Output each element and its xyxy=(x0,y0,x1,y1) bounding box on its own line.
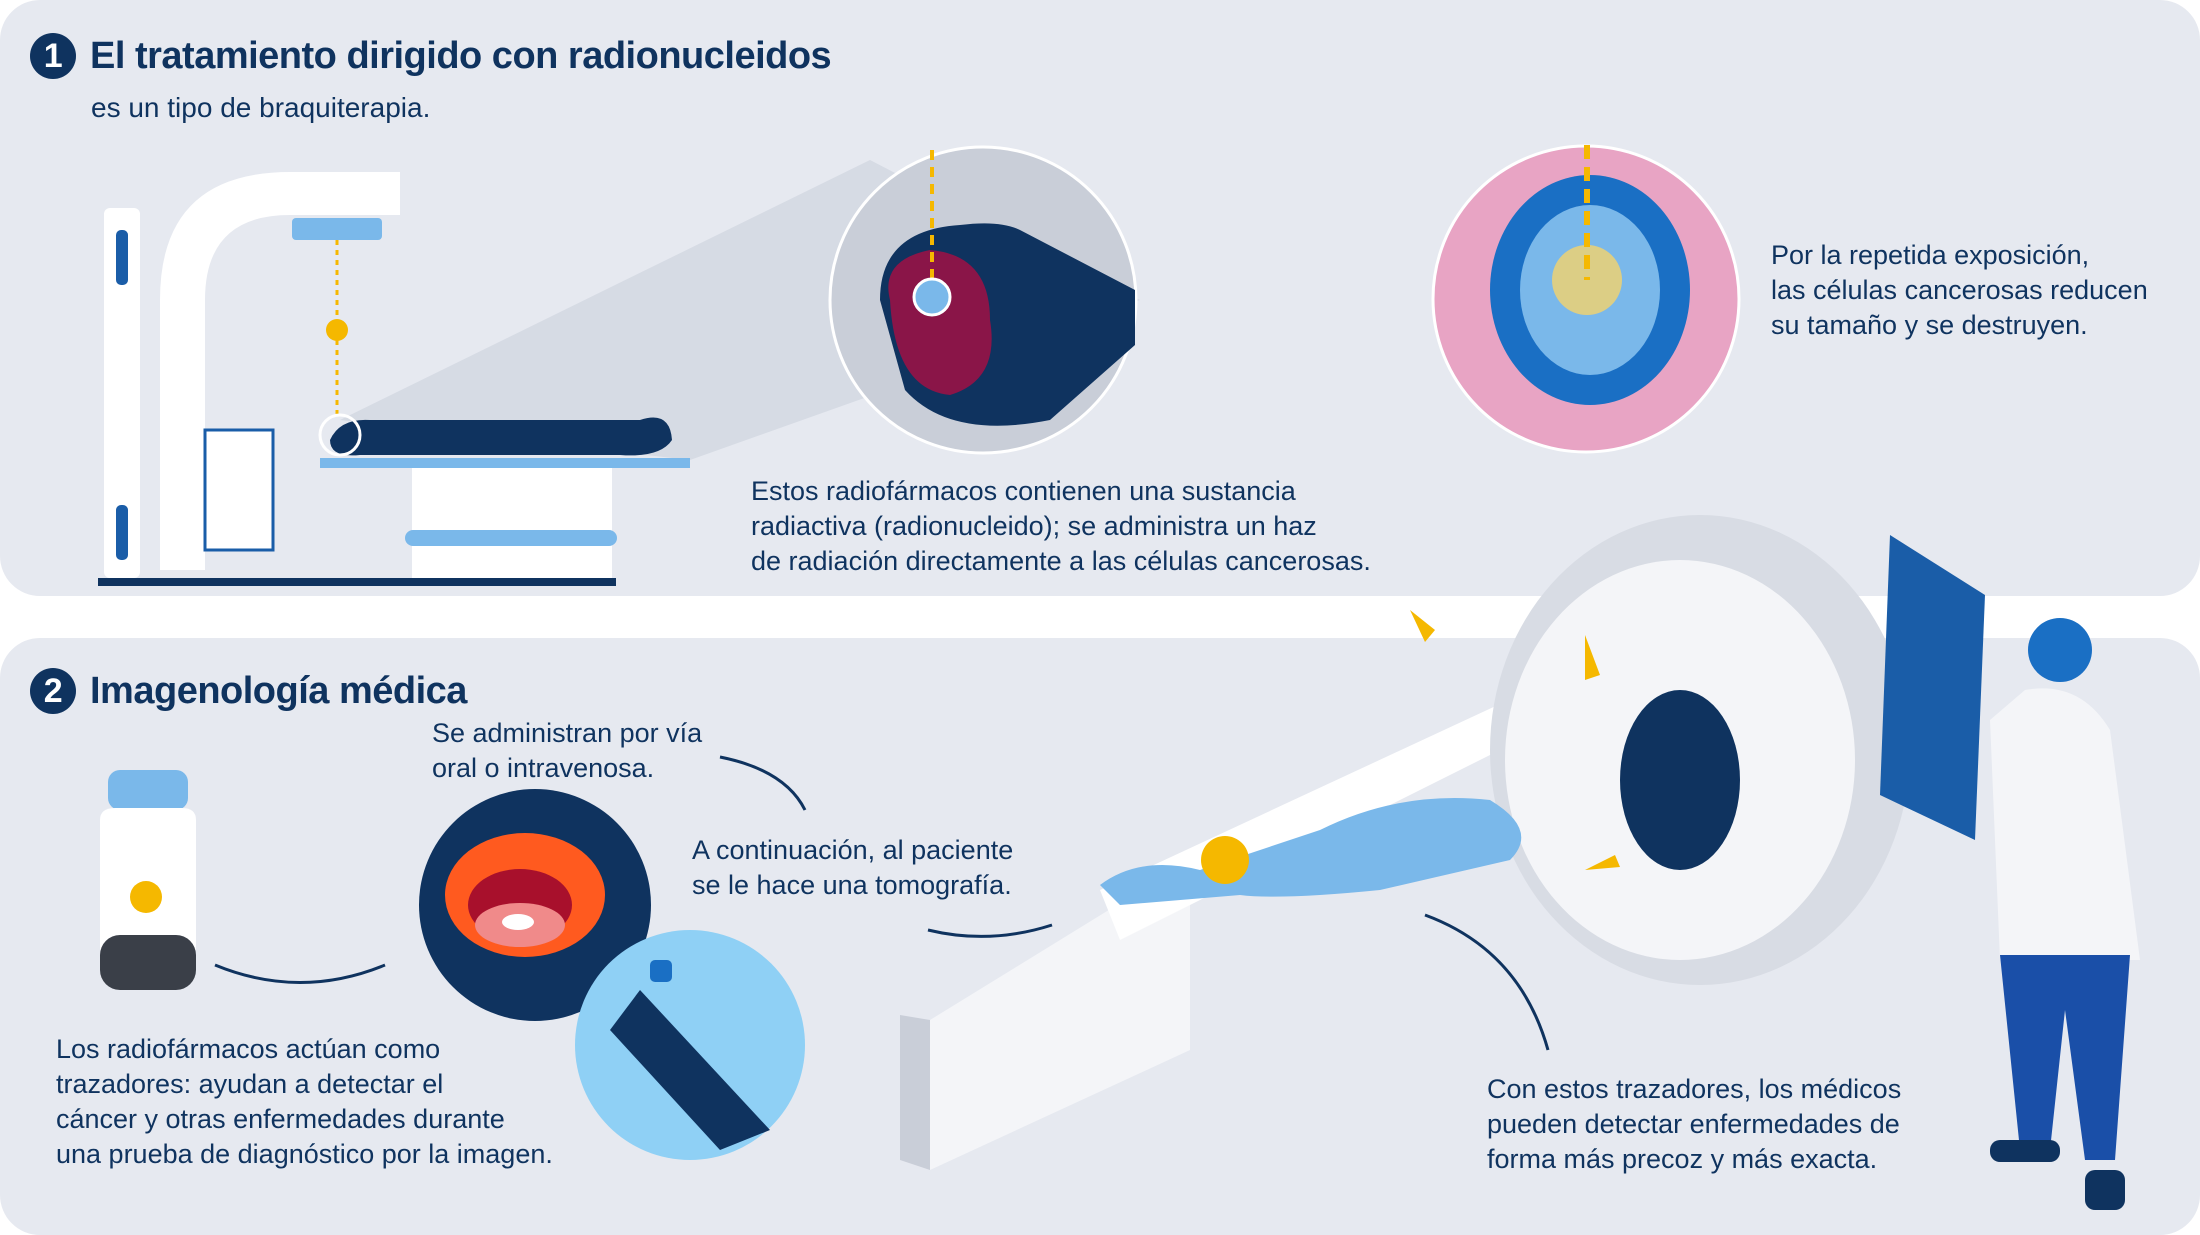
step-number-badge: 2 xyxy=(30,668,76,714)
patient-head-circle-icon xyxy=(828,145,1138,455)
mouth-pill-icon xyxy=(419,789,651,1021)
caption-tracers: Los radiofármacos actúan como trazadores… xyxy=(56,1034,553,1169)
section1-subtitle: es un tipo de braquiterapia. xyxy=(91,92,431,123)
cancer-cells-circle-icon xyxy=(1431,144,1741,454)
radiation-symbol-icon xyxy=(326,319,348,341)
section2-heading: 2 Imagenología médica xyxy=(30,668,467,714)
iv-injection-icon xyxy=(575,930,805,1160)
arrow-icon xyxy=(719,755,807,811)
arrow-icon xyxy=(1424,913,1550,1051)
caption-tomography: A continuación, al paciente se le hace u… xyxy=(692,835,1014,900)
caption-cancer-cells: Por la repetida exposición, las células … xyxy=(1771,240,2148,340)
caption-radiopharmaceuticals: Estos radiofármacos contienen una sustan… xyxy=(751,476,1371,576)
step-number-badge: 1 xyxy=(30,33,76,79)
arrow-icon xyxy=(927,923,1053,938)
medicine-vial-icon xyxy=(100,770,196,990)
section1-title: El tratamiento dirigido con radionucleid… xyxy=(90,34,832,77)
caption-doctors: Con estos trazadores, los médicos pueden… xyxy=(1487,1074,1902,1174)
arrow-icon xyxy=(214,963,386,984)
caption-administration: Se administran por vía oral o intravenos… xyxy=(432,718,703,783)
flow-arrows xyxy=(214,755,1550,1051)
doctor-icon xyxy=(1880,535,2140,1210)
section1-heading: 1 El tratamiento dirigido con radionucle… xyxy=(30,33,832,79)
section2-title: Imagenología médica xyxy=(90,669,467,712)
ct-scanner-icon xyxy=(900,515,1910,1170)
